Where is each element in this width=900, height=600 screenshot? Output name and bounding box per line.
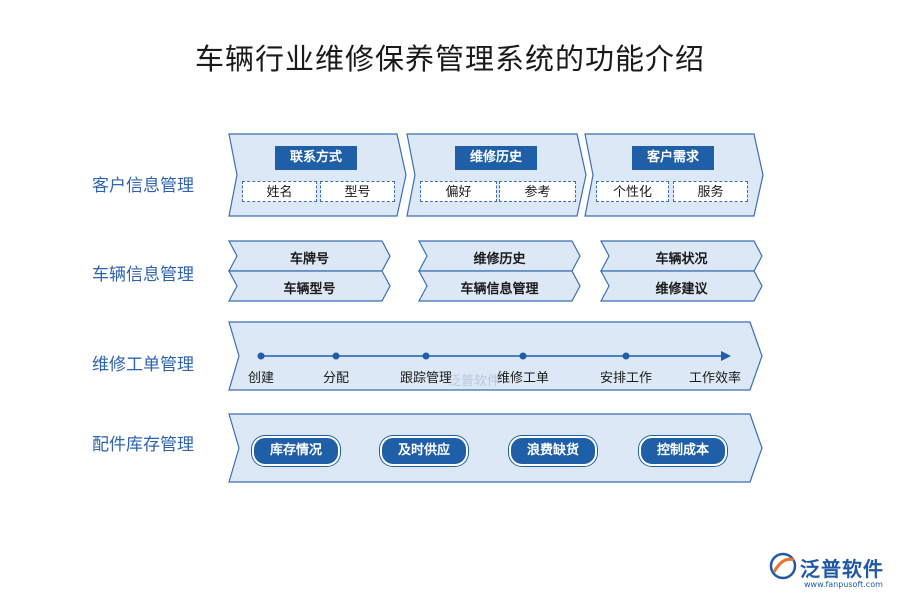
parts-pill: 库存情况 xyxy=(252,436,340,466)
customer-group-item: 服务 xyxy=(673,181,748,202)
customer-group-item: 姓名 xyxy=(242,181,317,202)
workorder-step: 维修工单 xyxy=(496,371,549,386)
customer-group-item: 参考 xyxy=(499,181,576,202)
vehicle-item: 车辆型号 xyxy=(283,282,336,297)
timeline-dot xyxy=(422,352,430,360)
logo-name: 泛普软件 xyxy=(800,557,884,581)
customer-group-header: 维修历史 xyxy=(455,146,537,170)
vehicle-item: 维修建议 xyxy=(655,282,708,297)
workorder-step: 分配 xyxy=(322,371,349,386)
vehicle-item: 维修历史 xyxy=(473,252,526,267)
customer-group-item: 个性化 xyxy=(596,181,669,202)
workorder-step: 安排工作 xyxy=(599,371,652,386)
workorder-step: 工作效率 xyxy=(688,371,741,386)
timeline-dot xyxy=(622,352,630,360)
vehicle-chevron-2b xyxy=(418,270,581,302)
workorder-step: 跟踪管理 xyxy=(399,371,452,386)
customer-group-header: 客户需求 xyxy=(632,146,714,170)
parts-pill: 及时供应 xyxy=(380,436,468,466)
vehicle-item: 车牌号 xyxy=(289,252,329,267)
row-label-workorder: 维修工单管理 xyxy=(92,355,194,375)
parts-panel xyxy=(228,413,763,483)
row-label-vehicle: 车辆信息管理 xyxy=(92,265,194,285)
row-label-parts: 配件库存管理 xyxy=(92,435,194,455)
timeline-dot xyxy=(519,352,527,360)
row-label-customer: 客户信息管理 xyxy=(92,176,194,196)
vehicle-item: 车辆信息管理 xyxy=(460,282,539,297)
vehicle-chevron-1b xyxy=(228,270,391,302)
timeline-dot xyxy=(257,352,265,360)
customer-group-item: 偏好 xyxy=(420,181,497,202)
vehicle-item: 车辆状况 xyxy=(655,252,708,267)
timeline-dot xyxy=(332,352,340,360)
fanpu-logo-icon xyxy=(769,552,797,580)
customer-group-header: 联系方式 xyxy=(275,146,357,170)
watermark: 泛普软件 xyxy=(448,374,501,389)
customer-group-item: 型号 xyxy=(320,181,395,202)
parts-pill: 浪费缺货 xyxy=(509,436,597,466)
workorder-step: 创建 xyxy=(247,371,274,386)
page-title: 车辆行业维修保养管理系统的功能介绍 xyxy=(194,42,705,76)
vehicle-chevron-3b xyxy=(600,270,763,302)
logo-url: www.fanpusoft.com xyxy=(804,580,883,589)
timeline-arrow-icon xyxy=(721,351,731,361)
parts-pill: 控制成本 xyxy=(639,436,727,466)
